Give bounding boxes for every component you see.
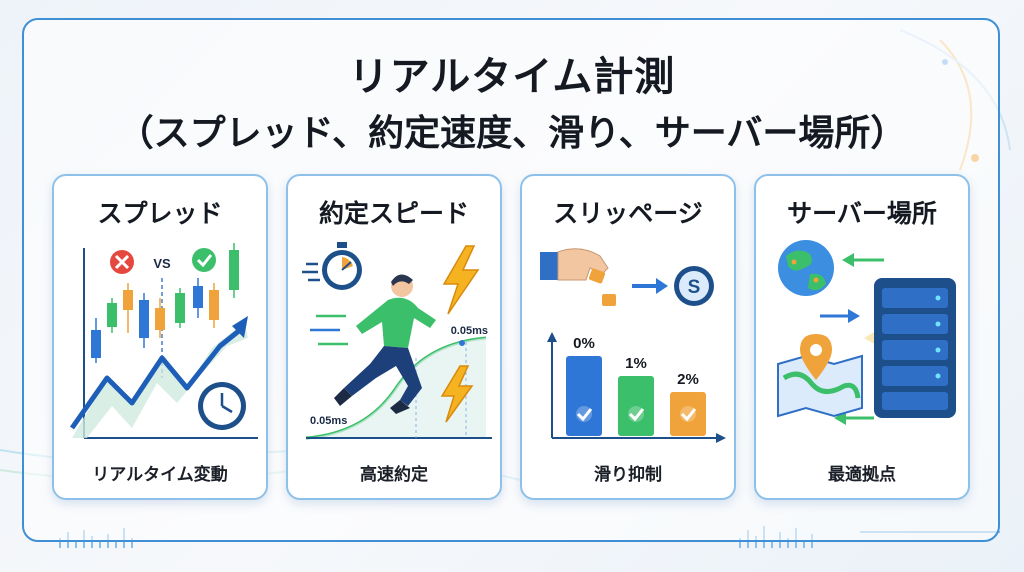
lightning-icon [442,245,480,315]
card-spread: スプレッド VS [52,174,268,500]
check-icon [576,408,593,422]
slippage-bar [618,376,654,436]
card-caption-speed: 高速約定 [360,465,428,485]
slippage-bars: 0% 1% 2% [566,335,706,436]
speed-label-bottom: 0.05ms [310,415,347,427]
coin-icon [602,294,616,306]
spread-illustration: VS [69,243,258,439]
server-icon [874,278,956,418]
speed-label-top: 0.05ms [451,325,488,337]
arrow-right-icon [632,278,668,294]
lightning-icon [440,365,474,423]
map-pin-icon [800,334,832,380]
candlestick-chart-icon [91,243,239,363]
speed-illustration: 0.05ms 0.05ms [302,242,492,440]
slippage-bar [670,392,706,436]
x-circle-icon [110,250,134,274]
slippage-bar [566,356,602,436]
check-icon [628,408,645,422]
card-caption-spread: リアルタイム変動 [92,465,228,485]
svg-text:S: S [688,277,701,298]
card-title-speed: 約定スピード [318,199,469,228]
card-title-spread: スプレッド [97,199,223,228]
page-title: リアルタイム計測 [348,54,676,100]
slippage-illustration: S 0% 1% 2% [540,248,726,443]
running-person-icon [310,274,436,414]
card-caption-slippage: 滑り抑制 [594,465,662,485]
card-server: サーバー場所 [754,174,970,500]
coin-icon: S [674,266,714,306]
card-title-slippage: スリッページ [553,199,703,228]
vs-label: VS [153,256,171,271]
slippage-bar-label: 2% [677,371,699,388]
check-icon [680,408,697,422]
slippage-bar-label: 0% [573,335,595,352]
clock-icon [198,382,246,430]
coin-icon [588,268,606,284]
server-illustration [777,240,956,425]
globe-icon [778,240,834,296]
page-subtitle: （スプレッド、約定速度、滑り、サーバー場所） [117,113,907,154]
check-circle-icon [192,248,216,272]
card-caption-server: 最適拠点 [828,465,896,485]
card-speed: 約定スピード 0.05ms 0.05ms [286,174,502,500]
slippage-bar-label: 1% [625,355,647,372]
card-title-server: サーバー場所 [787,199,937,228]
card-slippage: スリッページ S 0% 1% 2% 滑り抑制 [520,174,736,500]
trend-arrow-icon [69,316,248,438]
hand-icon [540,248,609,281]
stopwatch-icon [302,242,362,290]
